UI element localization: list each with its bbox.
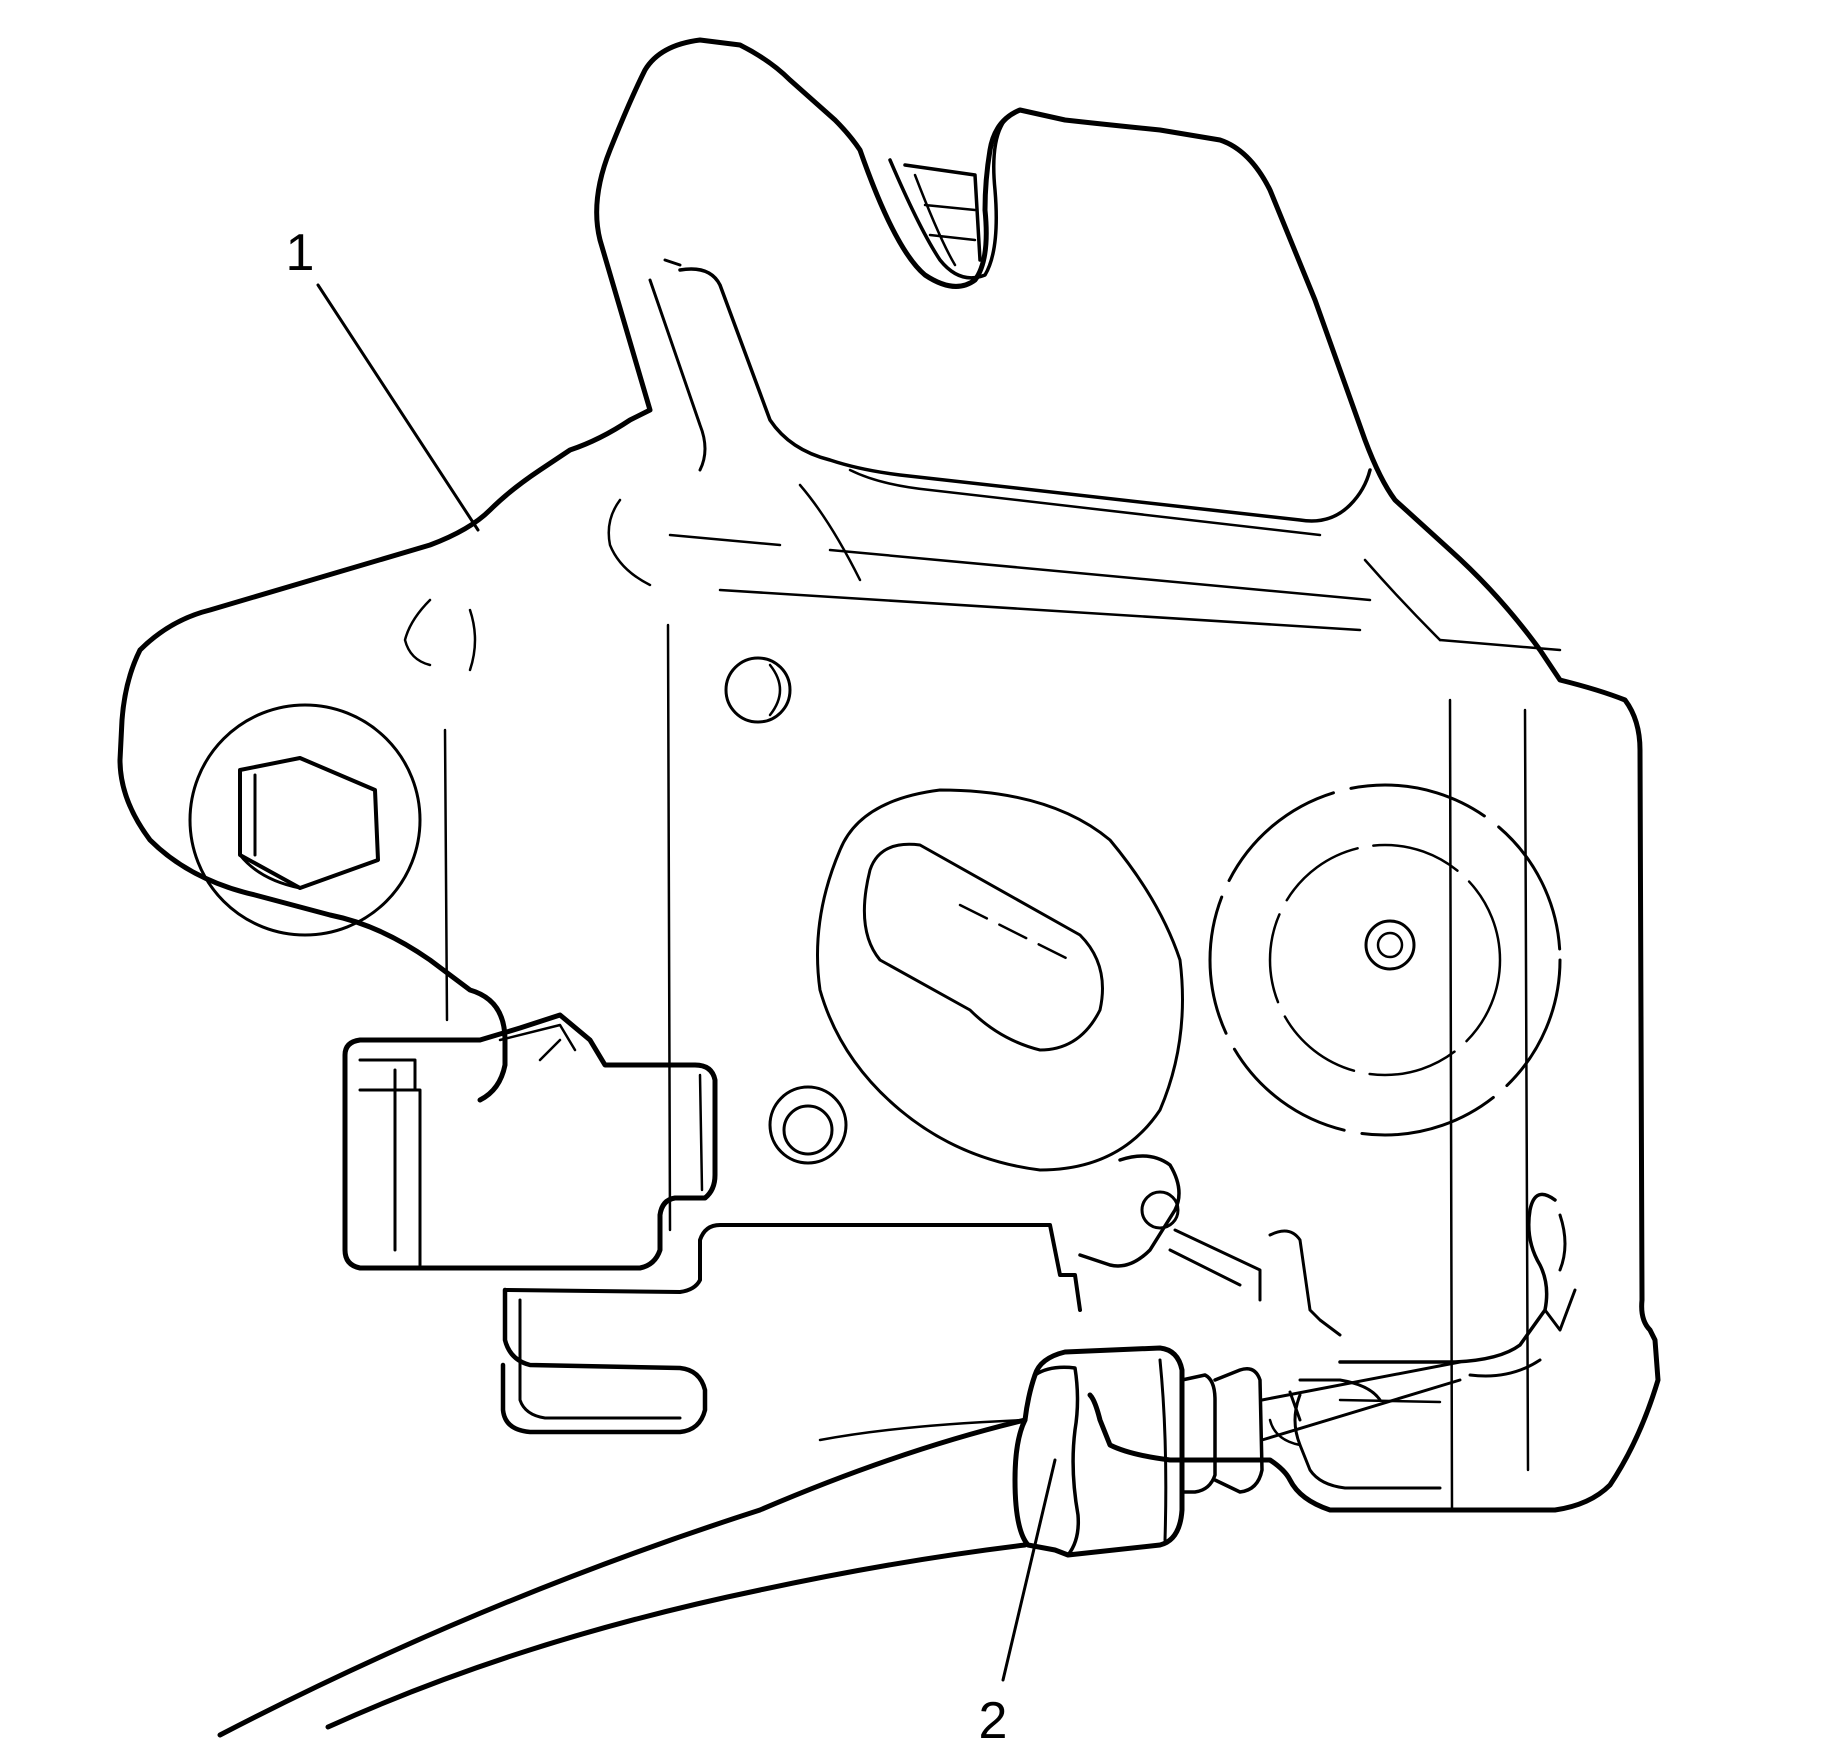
oval-slot bbox=[862, 842, 1104, 1052]
cable-core-wire bbox=[1260, 1360, 1462, 1442]
callout-2-label: 2 bbox=[979, 1692, 1008, 1749]
cable-jacket-inner-line bbox=[818, 1418, 1027, 1442]
connector-body-line bbox=[698, 1073, 704, 1192]
lever-arm bbox=[1168, 1228, 1262, 1302]
body-line-left bbox=[666, 623, 672, 1232]
upper-pad bbox=[678, 267, 1372, 523]
oval-slot-dash bbox=[958, 903, 1072, 962]
body-line-right-2 bbox=[1523, 708, 1530, 1472]
latch-housing-outline bbox=[117, 37, 1661, 1513]
lever-pivot bbox=[1140, 1190, 1180, 1230]
oval-boss-outer bbox=[816, 788, 1184, 1172]
release-cable bbox=[217, 1345, 1462, 1738]
upper-pad-fold bbox=[848, 468, 1322, 537]
cable-retainer-hook bbox=[1338, 1192, 1557, 1364]
lower-pocket bbox=[1293, 1378, 1442, 1490]
cable-end-fitting-band bbox=[1033, 1365, 1081, 1557]
housing-lower-edge bbox=[503, 1223, 1082, 1312]
surface-line-1 bbox=[668, 533, 1372, 602]
striker-slot-inner bbox=[913, 173, 977, 267]
surface-line-2 bbox=[718, 588, 1562, 652]
callout-1-leader bbox=[316, 283, 480, 532]
housing-lower-arm bbox=[500, 1287, 708, 1435]
callout-1-label: 1 bbox=[286, 224, 315, 282]
pivot-boss-outer bbox=[1208, 783, 1562, 1137]
surface-line-4 bbox=[798, 483, 862, 582]
rivet-lower-inner bbox=[782, 1104, 834, 1156]
hex-bolt-head bbox=[238, 756, 380, 890]
cable-retainer-hook-inner bbox=[1468, 1213, 1577, 1378]
body-line-mount bbox=[443, 728, 449, 1022]
cable-end-fitting-band-2 bbox=[1158, 1358, 1168, 1542]
pivot-pin-inner bbox=[1376, 931, 1404, 959]
pivot-pin-outer bbox=[1364, 919, 1416, 971]
pivot-boss-mid bbox=[1268, 843, 1502, 1077]
connector-latch bbox=[358, 1058, 422, 1267]
connector-ribs bbox=[498, 1023, 577, 1062]
surface-line-3 bbox=[607, 498, 652, 587]
rivet-upper-shade bbox=[768, 663, 782, 717]
rivet-upper bbox=[724, 656, 792, 724]
surface-line-5 bbox=[1363, 558, 1442, 642]
mounting-bolt-washer bbox=[188, 703, 422, 937]
release-lever bbox=[1078, 1154, 1181, 1268]
lever-tab bbox=[1268, 1229, 1342, 1337]
upper-pad-left-edge bbox=[648, 258, 707, 472]
latch-assembly bbox=[117, 37, 1661, 1513]
housing-lower-arm-inner bbox=[518, 1298, 682, 1420]
mount-tab-dimple bbox=[403, 598, 477, 672]
cable-jacket-upper bbox=[217, 1417, 1028, 1738]
body-line-right-1 bbox=[1448, 698, 1454, 1512]
cable-ferrule bbox=[1180, 1373, 1217, 1494]
callout-2-leader bbox=[1001, 1458, 1057, 1682]
cable-ferrule-2 bbox=[1213, 1367, 1264, 1494]
electrical-connector bbox=[342, 1012, 718, 1271]
hex-bolt-inner bbox=[238, 773, 302, 890]
striker-slot bbox=[888, 118, 1007, 280]
rivet-lower bbox=[768, 1085, 848, 1165]
cable-jacket-lower bbox=[325, 1542, 1028, 1730]
